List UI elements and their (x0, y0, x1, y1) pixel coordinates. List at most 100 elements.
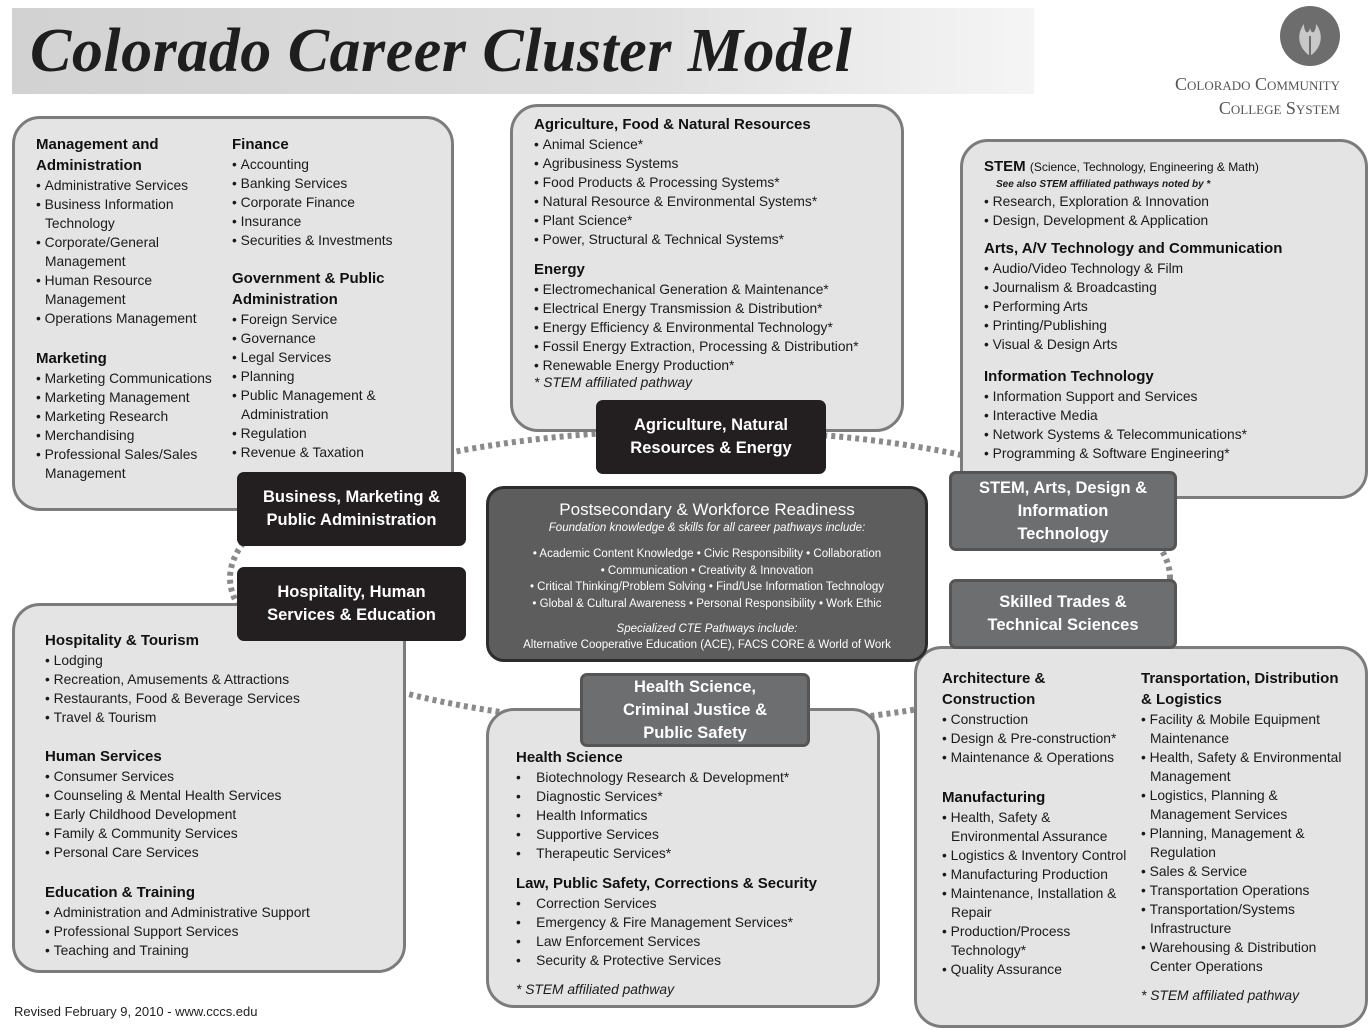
pathway-item: Public Management & Administration (232, 386, 432, 424)
pathway-item: Quality Assurance (942, 960, 1138, 979)
pathway-item: Security & Protective Services (516, 951, 866, 970)
pathway-item: Family & Community Services (45, 824, 395, 843)
cluster-label-trades: Skilled Trades & Technical Sciences (949, 579, 1177, 649)
pathway-item: Personal Care Services (45, 843, 395, 862)
pathway-item: Plant Science* (534, 211, 894, 230)
pathway-item: Counseling & Mental Health Services (45, 786, 395, 805)
pathway-item: Production/Process Technology* (942, 922, 1138, 960)
pathway-item: Sales & Service (1141, 862, 1351, 881)
pathway-item: Restaurants, Food & Beverage Services (45, 689, 395, 708)
section-title: Manufacturing (942, 789, 1046, 806)
pathway-item: Merchandising (36, 426, 231, 445)
pathway-item: Governance (232, 329, 432, 348)
pathway-item: Information Support and Services (984, 387, 1354, 406)
section-title: Law, Public Safety, Corrections & Securi… (516, 875, 817, 892)
pathway-item: Corporate/General Management (36, 233, 226, 271)
cluster-label-health: Health Science, Criminal Justice & Publi… (580, 673, 810, 747)
pathway-list: Biotechnology Research & Development*Dia… (516, 768, 866, 863)
pathway-item: Therapeutic Services* (516, 844, 866, 863)
section-it: Information Technology Information Suppo… (984, 366, 1354, 463)
pathway-list: Health, Safety & Environmental Assurance… (942, 808, 1138, 979)
pathway-item: Foreign Service (232, 310, 432, 329)
pathway-item: Biotechnology Research & Development* (516, 768, 866, 787)
pathway-item: Visual & Design Arts (984, 335, 1354, 354)
section-finance: Finance AccountingBanking ServicesCorpor… (232, 134, 432, 250)
pathway-item: Travel & Tourism (45, 708, 395, 727)
pathway-list: Correction ServicesEmergency & Fire Mana… (516, 894, 866, 970)
stem-note: * STEM affiliated pathway (516, 982, 674, 997)
section-title: Human Services (45, 748, 162, 765)
section-title: Arts, A/V Technology and Communication (984, 240, 1283, 257)
pathway-item: Printing/Publishing (984, 316, 1354, 335)
section-title: Management and Administration (36, 136, 159, 174)
pathway-item: Maintenance & Operations (942, 748, 1134, 767)
pathway-item: Transportation Operations (1141, 881, 1351, 900)
pathway-item: Agribusiness Systems (534, 154, 894, 173)
pathway-item: Performing Arts (984, 297, 1354, 316)
pathway-list: Information Support and ServicesInteract… (984, 387, 1354, 463)
stem-subnote: See also STEM affiliated pathways noted … (996, 179, 1211, 190)
pathway-list: Consumer ServicesCounseling & Mental Hea… (45, 767, 395, 862)
page-title: Colorado Career Cluster Model (30, 17, 853, 85)
pathway-item: Natural Resource & Environmental Systems… (534, 192, 894, 211)
pathway-item: Network Systems & Telecommunications* (984, 425, 1354, 444)
section-title: Marketing (36, 350, 107, 367)
section-management: Management and Administration Administra… (36, 134, 226, 328)
section-education: Education & Training Administration and … (45, 882, 395, 960)
pathway-item: Manufacturing Production (942, 865, 1138, 884)
pathway-item: Recreation, Amusements & Attractions (45, 670, 395, 689)
cte-heading: Specialized CTE Pathways include: (616, 623, 798, 635)
pathway-item: Facility & Mobile Equipment Maintenance (1141, 710, 1351, 748)
section-human-services: Human Services Consumer ServicesCounseli… (45, 746, 395, 862)
section-title: Health Science (516, 749, 623, 766)
section-transportation: Transportation, Distribution & Logistics… (1141, 668, 1351, 1003)
pathway-list: ConstructionDesign & Pre-construction*Ma… (942, 710, 1134, 767)
pathway-item: Teaching and Training (45, 941, 395, 960)
section-arts: Arts, A/V Technology and Communication A… (984, 238, 1354, 354)
section-title: Agriculture, Food & Natural Resources (534, 116, 811, 133)
pathway-item: Professional Sales/Sales Management (36, 445, 231, 483)
pathway-item: Food Products & Processing Systems* (534, 173, 894, 192)
pathway-item: Banking Services (232, 174, 432, 193)
pathway-item: Fossil Energy Extraction, Processing & D… (534, 337, 894, 356)
pathway-item: Health, Safety & Environmental Assurance (942, 808, 1138, 846)
cte-text: Alternative Cooperative Education (ACE),… (523, 639, 891, 651)
pathway-list: Audio/Video Technology & FilmJournalism … (984, 259, 1354, 354)
cluster-label-hospitality: Hospitality, Human Services & Education (237, 567, 466, 641)
pathway-item: Securities & Investments (232, 231, 432, 250)
pathway-item: Interactive Media (984, 406, 1354, 425)
center-heading: Postsecondary & Workforce Readiness (559, 500, 855, 519)
section-tourism: Hospitality & Tourism LodgingRecreation,… (45, 630, 395, 727)
section-title: STEM (Science, Technology, Engineering &… (984, 156, 1354, 178)
skills-line: • Critical Thinking/Problem Solving • Fi… (529, 581, 885, 593)
pathway-list: Administration and Administrative Suppor… (45, 903, 395, 960)
stem-title-sub: (Science, Technology, Engineering & Math… (1029, 160, 1259, 174)
section-energy: Energy Electromechanical Generation & Ma… (534, 259, 894, 390)
pathway-item: Revenue & Taxation (232, 443, 432, 462)
skills-line: • Academic Content Knowledge • Civic Res… (532, 548, 882, 560)
pathway-item: Renewable Energy Production* (534, 356, 894, 375)
pathway-item: Animal Science* (534, 135, 894, 154)
pathway-list: Research, Exploration & InnovationDesign… (984, 192, 1354, 230)
section-title: Information Technology (984, 368, 1154, 385)
pathway-list: Foreign ServiceGovernanceLegal ServicesP… (232, 310, 432, 462)
pathway-item: Regulation (232, 424, 432, 443)
pathway-list: AccountingBanking ServicesCorporate Fina… (232, 155, 432, 250)
section-health-science: Health Science Biotechnology Research & … (516, 747, 866, 863)
section-title: Finance (232, 136, 289, 153)
section-title: Hospitality & Tourism (45, 632, 199, 649)
pathway-item: Operations Management (36, 309, 226, 328)
skills-line: • Communication • Creativity & Innovatio… (600, 564, 814, 577)
stem-title: STEM (984, 158, 1026, 175)
section-title: Government & Public Administration (232, 270, 385, 308)
pathway-item: Power, Structural & Technical Systems* (534, 230, 894, 249)
pathway-item: Law Enforcement Services (516, 932, 866, 951)
footer-text: Revised February 9, 2010 - www.cccs.edu (14, 1004, 258, 1019)
pathway-item: Professional Support Services (45, 922, 395, 941)
section-manufacturing: Manufacturing Health, Safety & Environme… (942, 787, 1138, 979)
pathway-item: Diagnostic Services* (516, 787, 866, 806)
logo-line-2: College System (1218, 98, 1340, 118)
pathway-item: Journalism & Broadcasting (984, 278, 1354, 297)
section-title: Architecture & Construction (942, 670, 1046, 708)
section-architecture: Architecture & Construction Construction… (942, 668, 1134, 767)
